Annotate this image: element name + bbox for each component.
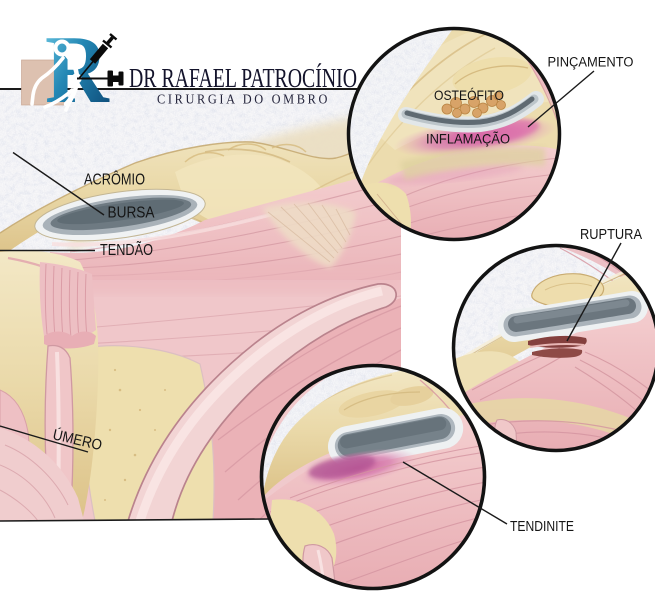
- svg-text:OSTEÓFITO: OSTEÓFITO: [434, 87, 504, 103]
- svg-text:BURSA: BURSA: [108, 205, 156, 222]
- svg-text:DR RAFAEL PATROCÍNIO: DR RAFAEL PATROCÍNIO: [129, 63, 357, 93]
- svg-text:PINÇAMENTO: PINÇAMENTO: [548, 55, 634, 70]
- svg-text:TENDINITE: TENDINITE: [510, 519, 574, 535]
- svg-text:TENDÃO: TENDÃO: [100, 242, 153, 259]
- svg-text:RUPTURA: RUPTURA: [580, 227, 642, 243]
- svg-text:ACRÔMIO: ACRÔMIO: [84, 172, 145, 189]
- svg-text:INFLAMAÇÃO: INFLAMAÇÃO: [426, 131, 510, 147]
- svg-text:CIRURGIA DO OMBRO: CIRURGIA DO OMBRO: [157, 93, 330, 108]
